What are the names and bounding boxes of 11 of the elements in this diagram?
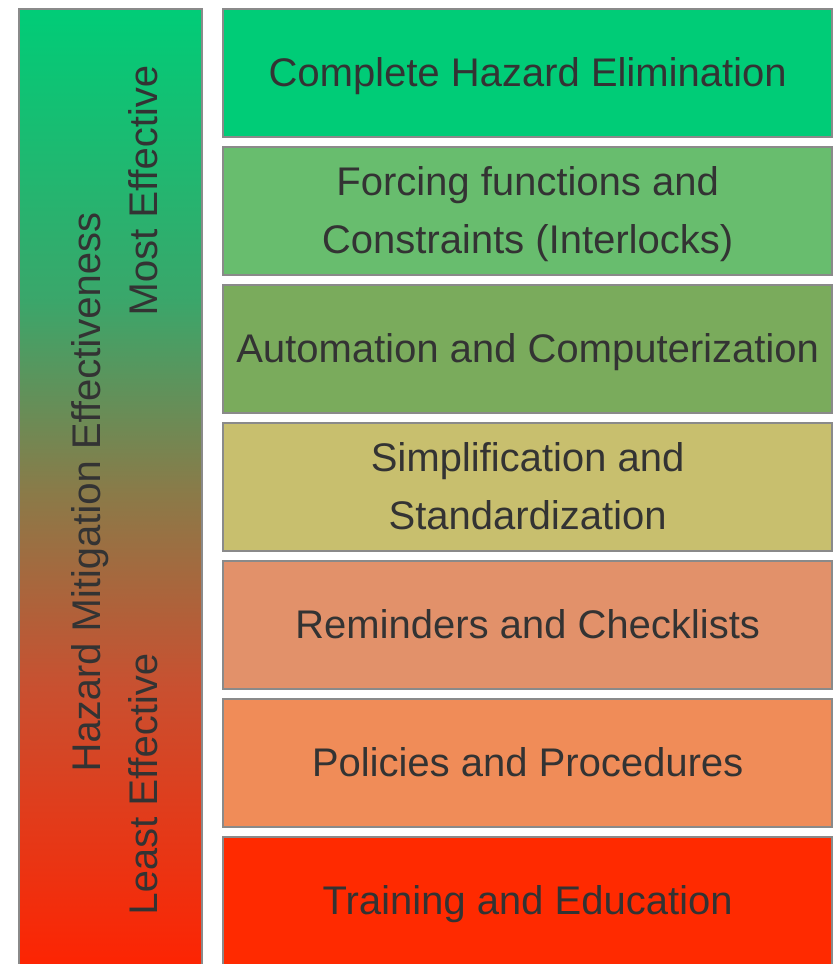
axis-title: Hazard Mitigation Effectiveness (64, 212, 110, 772)
level-box: Forcing functions and Constraints (Interlocks) (222, 146, 833, 276)
scale-label: Least Effective (121, 653, 167, 915)
gradient-bar (18, 8, 203, 964)
level-box: Complete Hazard Elimination (222, 8, 833, 138)
level-box: Policies and Procedures (222, 698, 833, 828)
scale-label: Most Effective (121, 65, 167, 316)
level-box: Training and Education (222, 836, 833, 964)
level-box: Simplification and Standardization (222, 422, 833, 552)
level-box: Automation and Computerization (222, 284, 833, 414)
level-box: Reminders and Checklists (222, 560, 833, 690)
